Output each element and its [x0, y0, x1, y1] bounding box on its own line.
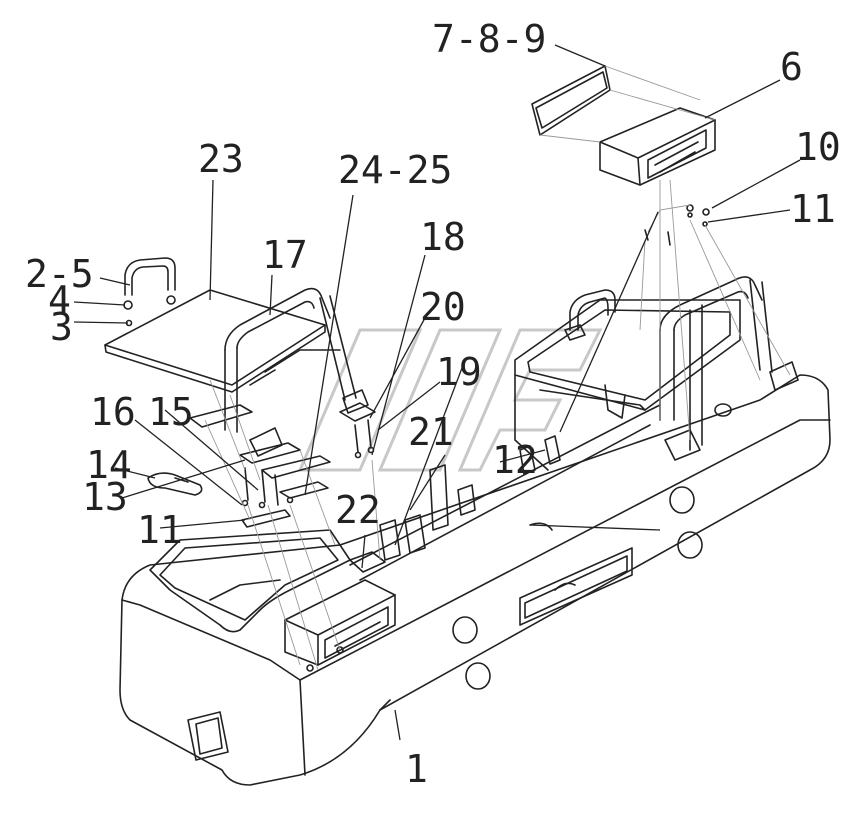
callout-23: 23 — [198, 137, 244, 181]
part-2-5-handle — [123, 257, 176, 327]
callout-20: 20 — [420, 285, 466, 329]
callout-6: 6 — [780, 45, 803, 89]
callout-10: 10 — [795, 125, 841, 169]
callout-21: 21 — [408, 410, 454, 454]
callout-19: 19 — [436, 350, 482, 394]
callout-18: 18 — [420, 215, 466, 259]
part-23-plate — [104, 289, 326, 393]
part-17-handle — [224, 287, 369, 457]
leader-lines — [73, 44, 801, 741]
assembly-guide-lines — [204, 379, 381, 671]
callout-24-25: 24-25 — [338, 148, 452, 192]
part-7-8-9-plate — [531, 65, 716, 143]
callout-12: 12 — [492, 438, 538, 482]
callout-22: 22 — [335, 488, 381, 532]
callout-14: 14 — [86, 443, 132, 487]
left-box — [284, 551, 396, 672]
callout-16: 16 — [90, 390, 136, 434]
callout-labels: 1 2-5 3 4 6 7-8-9 10 11 11 12 13 14 15 1… — [25, 17, 841, 791]
callout-15: 15 — [148, 390, 194, 434]
callout-17: 17 — [262, 233, 308, 277]
main-housing — [119, 289, 831, 786]
right-fasteners — [639, 179, 791, 441]
callout-3: 3 — [50, 305, 73, 349]
callout-11-left: 11 — [137, 508, 183, 552]
right-grab-handle — [659, 276, 799, 461]
callout-2-5: 2-5 — [25, 252, 94, 296]
part-18-20-brackets — [339, 402, 376, 459]
callout-4: 4 — [48, 278, 71, 322]
part-6-box — [599, 107, 716, 186]
callout-1: 1 — [405, 747, 428, 791]
callout-7-8-9: 7-8-9 — [432, 17, 546, 61]
callout-11-right: 11 — [790, 187, 836, 231]
callout-13: 13 — [82, 475, 128, 519]
